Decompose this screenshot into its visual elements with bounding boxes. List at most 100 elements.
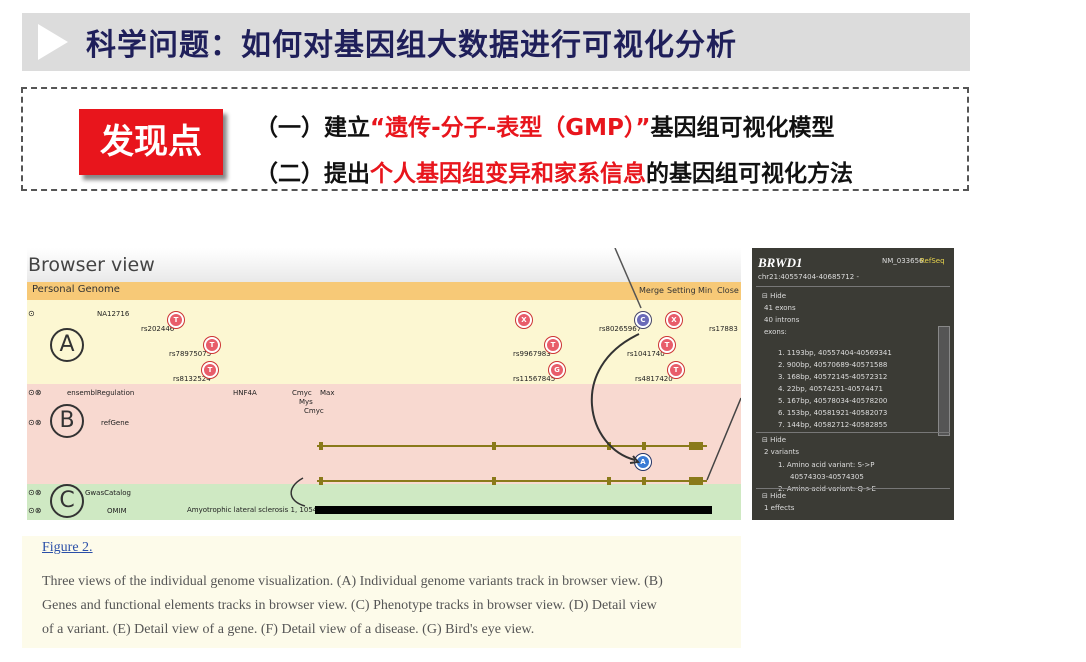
separator [756,286,950,287]
track-name-ensembl-regulation: ensemblRegulation [67,389,135,397]
exon-block [319,442,323,450]
track-name-gwas-catalog: GwasCatalog [85,489,131,497]
effects-count: 1 effects [764,504,795,512]
gene-coords: chr21:40557404-40685712 - [758,273,859,281]
figure-caption [22,536,741,648]
variant-pin-icon[interactable]: G [549,362,565,378]
close-button[interactable]: Close [717,286,739,295]
variants-track-band [27,300,741,384]
exon-item: 1. 1193bp, 40557404-40569341 [778,349,892,357]
finding-two-prefix: （二）提出 [255,161,370,187]
gene-track-line [317,480,707,482]
exon-item: 5. 167bp, 40578034-40578200 [778,397,888,405]
omim-entry[interactable]: Amyotrophic lateral sclerosis 1, 105400 … [187,506,339,514]
finding-one-prefix: （一）建立 [255,115,370,141]
finding-one-highlight: “遗传-分子-表型（GMP）” [370,115,651,141]
play-arrow-icon [38,24,68,60]
hide-toggle[interactable]: ⊟ Hide [762,292,787,300]
variant-pin-icon[interactable]: T [202,362,218,378]
variant-pin-icon[interactable]: X [666,312,682,328]
snp-label: rs9967983 [513,350,551,358]
exon-item: 6. 153bp, 40581921-40582073 [778,409,888,417]
variant-pin-icon[interactable]: X [516,312,532,328]
snp-label: rs202446 [141,325,175,333]
genes-track-band [27,384,741,484]
exons-label: exons: [764,328,787,336]
hide-toggle[interactable]: ⊟ Hide [762,436,787,444]
page-title: 科学问题：如何对基因组大数据进行可视化分析 [86,28,737,63]
gene-name: BRWD1 [758,255,803,270]
exons-scrollbar[interactable] [938,326,950,436]
merge-button[interactable]: Merge [639,286,664,295]
exon-item: 7. 144bp, 40582712-40582855 [778,421,888,429]
track-name-na12716: NA12716 [97,310,130,318]
exon-block [607,477,611,485]
min-button[interactable]: Min [698,286,713,295]
snp-label: rs17883 [709,325,738,333]
track-settings-icon[interactable]: ⊙⊗ [28,488,42,497]
finding-one: （一）建立“遗传-分子-表型（GMP）”基因组可视化模型 [255,108,834,142]
tf-label: Cmyc [292,389,312,397]
snp-label: rs1041740 [627,350,665,358]
variant-item: 1. Amino acid variant: S->P [778,461,875,469]
label-c: C [50,484,84,518]
variant-position: 40574303-40574305 [790,473,864,481]
browser-view-title: Browser view [28,254,155,276]
caption-line: of a variant. (E) Detail view of a gene.… [42,622,535,637]
figure-link[interactable]: Figure 2. [42,540,93,555]
snp-label: rs80265967 [599,325,642,333]
label-a: A [50,328,84,362]
variant-pin-icon[interactable]: T [668,362,684,378]
caption-line: Three views of the individual genome vis… [42,574,663,589]
introns-count: 40 introns [764,316,800,324]
findings-badge: 发现点 [79,109,223,175]
exon-block [689,477,703,485]
exon-item: 4. 22bp, 40574251-40574471 [778,385,883,393]
snp-label: rs78975075 [169,350,212,358]
exon-block [492,442,496,450]
variant-pin-icon[interactable]: C [635,312,651,328]
finding-two-highlight: 个人基因组变异和家系信息 [370,161,646,187]
finding-two-suffix: 的基因组可视化方法 [646,161,853,187]
setting-button[interactable]: Setting [667,286,696,295]
track-settings-icon[interactable]: ⊙⊗ [28,388,42,397]
connector-arrows [290,248,741,507]
refseq-link[interactable]: RefSeq [920,257,945,265]
personal-genome-bar [27,282,741,300]
browser-view: Browser view Personal Genome Merge Setti… [27,248,741,520]
phenotype-track-band [27,484,741,520]
exon-item: 3. 168bp, 40572145-40572312 [778,373,888,381]
title-bar [22,13,970,71]
exon-block [642,477,646,485]
exon-block [689,442,703,450]
tf-label: Cmyc [304,407,324,415]
separator [756,488,950,489]
exon-block [492,477,496,485]
variant-pin-icon[interactable]: T [659,337,675,353]
gene-track-line [317,445,707,447]
track-settings-icon[interactable]: ⊙⊗ [28,418,42,427]
nm-id: NM_033656 [882,257,924,265]
hide-toggle[interactable]: ⊟ Hide [762,492,787,500]
track-name-refgene: refGene [101,419,129,427]
variant-pin-icon[interactable]: T [168,312,184,328]
caption-line: Genes and functional elements tracks in … [42,598,657,613]
separator [756,432,950,433]
snp-label: rs4817420 [635,375,673,383]
exon-item: 2. 900bp, 40570689-40571588 [778,361,888,369]
snp-label: rs8132524 [173,375,211,383]
variant-pin-icon[interactable]: T [545,337,561,353]
finding-one-suffix: 基因组可视化模型 [650,115,835,141]
omim-bar [315,506,712,514]
tf-label: HNF4A [233,389,257,397]
personal-genome-label: Personal Genome [32,284,120,295]
variant-item: 2. Amino acid variant: Q->E [778,485,876,493]
variant-pin-icon[interactable]: T [204,337,220,353]
finding-two: （二）提出个人基因组变异和家系信息的基因组可视化方法 [255,154,853,188]
exon-block [607,442,611,450]
exon-block [642,442,646,450]
track-settings-icon[interactable]: ⊙ [28,309,35,318]
tf-label: Mys [299,398,313,406]
variants-count: 2 variants [764,448,800,456]
track-settings-icon[interactable]: ⊙⊗ [28,506,42,515]
